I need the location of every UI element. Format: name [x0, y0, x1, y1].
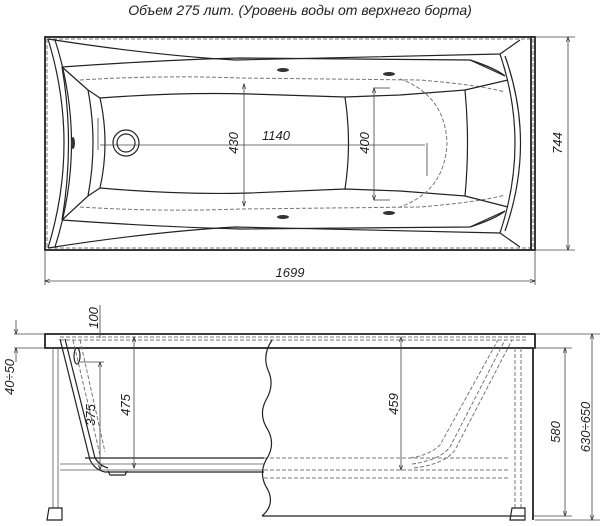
overflow-fitting	[73, 347, 81, 365]
outer-rim	[44, 36, 536, 251]
drain-fitting	[107, 470, 128, 476]
dim-foot-width: 400	[357, 131, 372, 153]
leg-foot	[46, 507, 63, 521]
dim-overall-width: 744	[550, 132, 565, 154]
leg-foot	[509, 507, 526, 521]
dim-rim-thickness: 100	[86, 306, 101, 328]
jet-icon	[383, 211, 395, 215]
jet-icon	[383, 72, 395, 76]
dim-depth-total: 475	[118, 393, 133, 415]
dim-total-height: 630÷650	[578, 401, 593, 452]
rim	[44, 333, 536, 349]
dim-overall-length: 1699	[276, 265, 305, 280]
top-view: 1140 430 400 744 1699	[44, 36, 575, 285]
dim-inner-length: 1140	[262, 128, 291, 143]
drawing-title: Объем 275 лит. (Уровень воды от верхнего…	[128, 2, 472, 18]
side-view: 40÷50 100 375 475 459 580 630÷650	[2, 305, 600, 521]
dim-depth-drain: 375	[83, 403, 98, 425]
break-line	[261, 339, 273, 517]
dim-depth-water: 459	[386, 393, 401, 415]
dim-head-width: 430	[226, 131, 241, 153]
dim-leg-adjust: 40÷50	[2, 358, 17, 395]
overflow-icon	[71, 137, 75, 149]
drain-icon	[112, 129, 140, 157]
dim-frame-height: 580	[548, 420, 563, 442]
jet-icon	[277, 215, 289, 219]
jet-icon	[277, 68, 289, 72]
